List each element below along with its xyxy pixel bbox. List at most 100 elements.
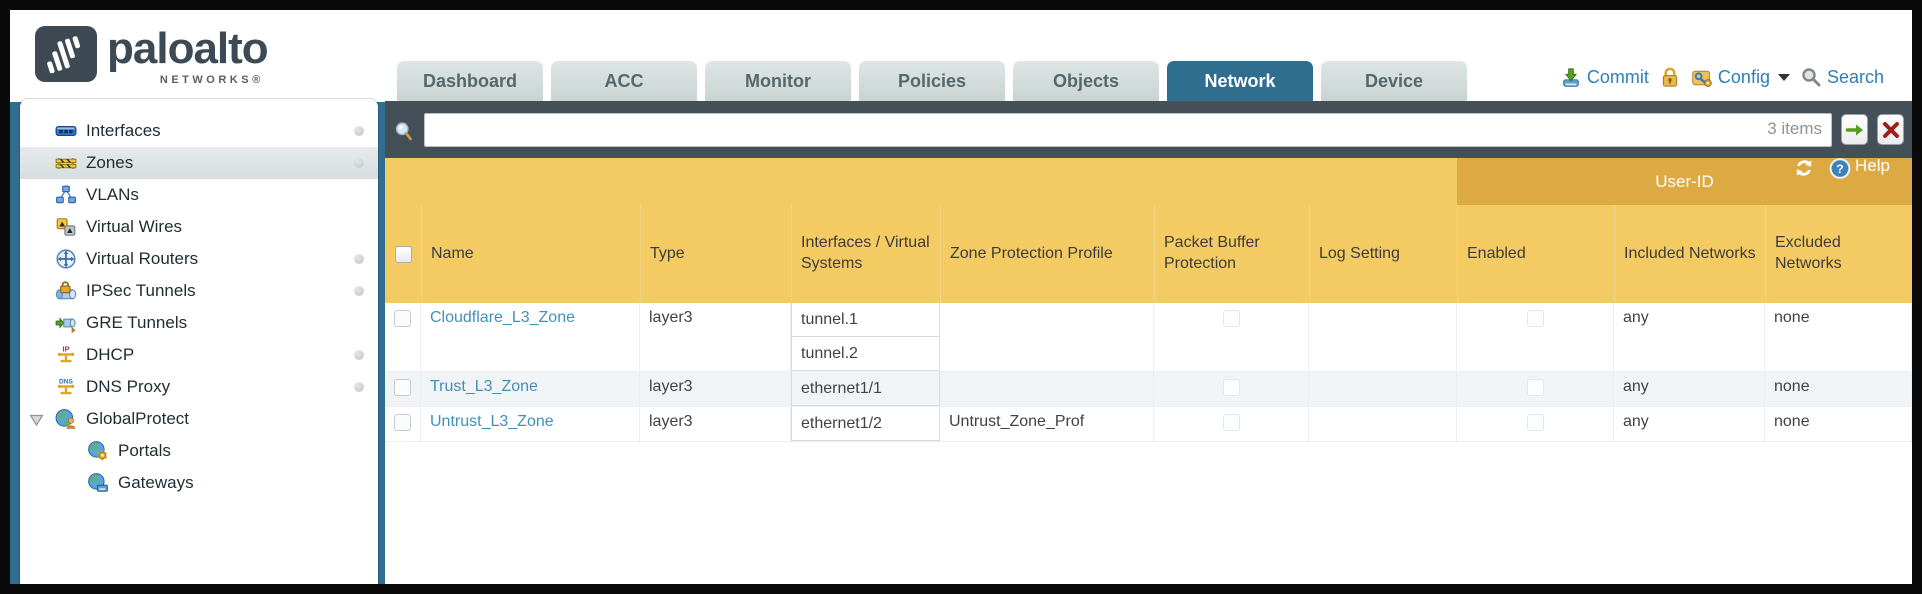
col-name[interactable]: Name xyxy=(421,205,640,303)
packet-buffer-checkbox[interactable] xyxy=(1222,379,1240,396)
sidebar-item-globalprotect[interactable]: GlobalProtect xyxy=(20,403,378,435)
sidebar-item-interfaces[interactable]: Interfaces xyxy=(20,115,378,147)
interface-item: tunnel.1 xyxy=(792,303,939,337)
tab-dashboard[interactable]: Dashboard xyxy=(397,61,543,102)
zone-protection-cell: Untrust_Zone_Prof xyxy=(940,407,1154,442)
sidebar-item-label: Zones xyxy=(86,153,134,172)
tab-network[interactable]: Network xyxy=(1167,61,1313,102)
sidebar-item-gateways[interactable]: Gateways xyxy=(20,467,378,499)
select-all-checkbox[interactable] xyxy=(394,245,412,263)
col-enabled[interactable]: Enabled xyxy=(1457,205,1614,303)
tab-acc[interactable]: ACC xyxy=(551,61,697,102)
close-icon xyxy=(1882,121,1899,138)
svg-text:?: ? xyxy=(1836,162,1843,176)
lock-icon[interactable] xyxy=(1659,66,1681,88)
packet-buffer-cell xyxy=(1154,303,1309,372)
zone-name-link[interactable]: Untrust_L3_Zone xyxy=(430,413,554,430)
chevron-down-icon xyxy=(1777,73,1790,81)
col-excluded-networks[interactable]: Excluded Networks xyxy=(1765,205,1912,303)
svg-text:DNS: DNS xyxy=(59,379,74,386)
help-button[interactable]: ? Help xyxy=(1829,155,1890,179)
config-button[interactable]: Config xyxy=(1691,66,1790,88)
zone-type-cell: layer3 xyxy=(640,372,791,407)
interfaces-icon xyxy=(55,120,77,142)
sidebar-item-virtual-routers[interactable]: Virtual Routers xyxy=(20,243,378,275)
enabled-checkbox[interactable] xyxy=(1526,379,1544,396)
gateways-icon xyxy=(87,472,109,494)
sidebar-item-label: Virtual Routers xyxy=(86,249,199,268)
col-interfaces[interactable]: Interfaces / Virtual Systems xyxy=(791,205,940,303)
col-log-setting[interactable]: Log Setting xyxy=(1309,205,1457,303)
commit-button[interactable]: Commit xyxy=(1560,66,1649,88)
apply-filter-button[interactable] xyxy=(1841,114,1868,145)
search-icon xyxy=(1800,66,1822,88)
col-zone-protection-profile[interactable]: Zone Protection Profile xyxy=(940,205,1154,303)
table-body: Cloudflare_L3_Zone layer3 tunnel.1 tunne… xyxy=(385,303,1912,442)
tab-device[interactable]: Device xyxy=(1321,61,1467,102)
filter-bar: 3 items xyxy=(385,101,1912,158)
zone-name-link[interactable]: Cloudflare_L3_Zone xyxy=(430,309,575,326)
filter-input[interactable] xyxy=(424,112,1832,147)
config-icon xyxy=(1691,66,1713,88)
top-header: paloalto NETWORKS® Dashboard ACC Monitor… xyxy=(10,10,1912,102)
row-checkbox[interactable] xyxy=(394,414,411,431)
tab-monitor[interactable]: Monitor xyxy=(705,61,851,102)
table-row: Trust_L3_Zone layer3 ethernet1/1 any non… xyxy=(385,372,1912,407)
sidebar-item-label: DHCP xyxy=(86,345,135,364)
sidebar-item-zones[interactable]: Zones xyxy=(20,147,378,179)
search-button[interactable]: Search xyxy=(1800,66,1884,88)
col-type[interactable]: Type xyxy=(640,205,791,303)
col-included-networks[interactable]: Included Networks xyxy=(1614,205,1765,303)
sidebar-item-dhcp[interactable]: IP DHCP xyxy=(20,339,378,371)
excluded-networks-cell: none xyxy=(1765,372,1912,407)
item-dot xyxy=(354,126,364,136)
header-utilities: Commit xyxy=(1560,60,1884,94)
refresh-icon[interactable] xyxy=(1793,155,1815,177)
sidebar-item-dns-proxy[interactable]: DNS DNS Proxy xyxy=(20,371,378,403)
network-sidebar: Interfaces Zones xyxy=(20,99,378,584)
packet-buffer-checkbox[interactable] xyxy=(1222,414,1240,431)
tab-objects[interactable]: Objects xyxy=(1013,61,1159,102)
sidebar-item-label: Gateways xyxy=(118,473,194,492)
zone-name-link[interactable]: Trust_L3_Zone xyxy=(430,378,538,395)
vlans-icon xyxy=(55,184,77,206)
included-networks-cell: any xyxy=(1614,407,1765,442)
dns-proxy-icon: DNS xyxy=(55,376,77,398)
row-checkbox[interactable] xyxy=(394,379,411,396)
paloalto-logo-icon xyxy=(35,26,97,82)
tab-policies[interactable]: Policies xyxy=(859,61,1005,102)
sidebar-item-gre-tunnels[interactable]: GRE Tunnels xyxy=(20,307,378,339)
sidebar-item-label: VLANs xyxy=(86,185,139,204)
col-packet-buffer-protection[interactable]: Packet Buffer Protection xyxy=(1154,205,1309,303)
table-row: Cloudflare_L3_Zone layer3 tunnel.1 tunne… xyxy=(385,303,1912,372)
main-tabs: Dashboard ACC Monitor Policies Objects N… xyxy=(397,61,1467,102)
enabled-cell xyxy=(1457,407,1614,442)
sidebar-item-portals[interactable]: Portals xyxy=(20,435,378,467)
sidebar-item-ipsec-tunnels[interactable]: IPSec Tunnels xyxy=(20,275,378,307)
virtual-routers-icon xyxy=(55,248,77,270)
row-checkbox[interactable] xyxy=(394,310,411,327)
brand-name: paloalto xyxy=(107,24,269,73)
arrow-right-icon xyxy=(1845,124,1863,135)
sidebar-item-virtual-wires[interactable]: Virtual Wires xyxy=(20,211,378,243)
paloalto-logo: paloalto NETWORKS® xyxy=(35,22,269,86)
sidebar-item-label: Virtual Wires xyxy=(86,217,183,236)
zone-protection-cell xyxy=(940,303,1154,372)
item-dot xyxy=(354,158,364,168)
sidebar-item-label: Interfaces xyxy=(86,121,161,140)
interface-item: ethernet1/1 xyxy=(792,372,939,406)
item-dot xyxy=(354,254,364,264)
zone-interfaces-cell: tunnel.1 tunnel.2 xyxy=(791,303,940,372)
clear-filter-button[interactable] xyxy=(1877,114,1904,145)
zone-interfaces-cell: ethernet1/1 xyxy=(791,372,940,407)
sidebar-item-vlans[interactable]: VLANs xyxy=(20,179,378,211)
excluded-networks-cell: none xyxy=(1765,407,1912,442)
enabled-checkbox[interactable] xyxy=(1526,310,1544,327)
row-select-cell xyxy=(385,407,421,442)
enabled-checkbox[interactable] xyxy=(1526,414,1544,431)
globalprotect-icon xyxy=(55,408,77,430)
item-dot xyxy=(354,382,364,392)
gre-tunnels-icon xyxy=(55,312,77,334)
expand-caret-icon[interactable] xyxy=(29,412,44,432)
packet-buffer-checkbox[interactable] xyxy=(1222,310,1240,327)
